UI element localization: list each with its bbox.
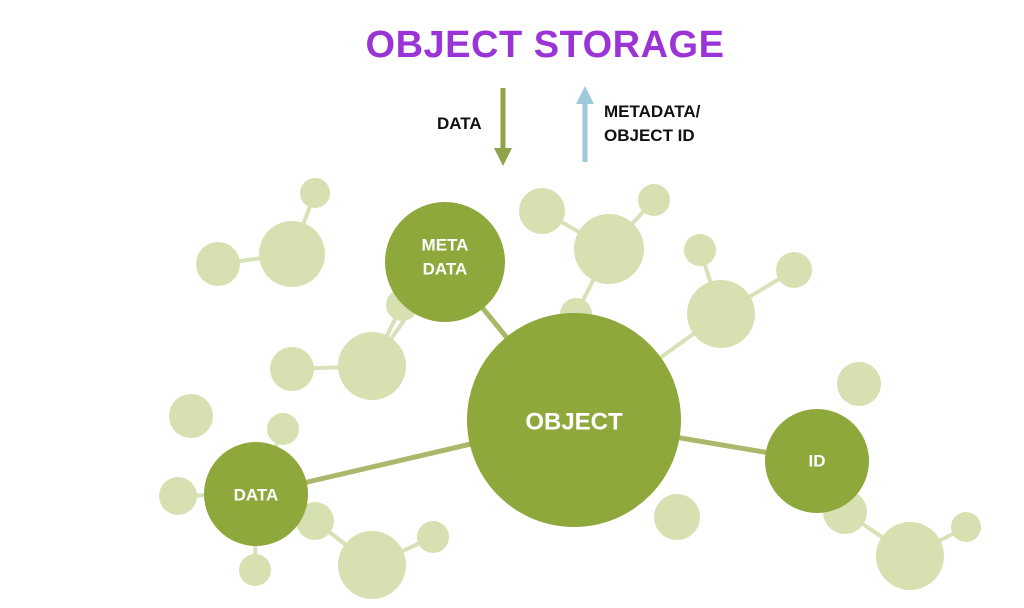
metadata-up-arrow — [576, 86, 594, 162]
light-node — [270, 347, 314, 391]
light-node — [574, 214, 644, 284]
data-down-arrow — [494, 88, 512, 166]
light-node — [876, 522, 944, 590]
data-node: DATA — [204, 442, 308, 546]
id-node: ID — [765, 409, 869, 513]
metadata-arrow-label-line1: METADATA/ — [604, 102, 701, 121]
light-node — [638, 184, 670, 216]
light-node — [951, 512, 981, 542]
light-node — [687, 280, 755, 348]
light-node — [338, 531, 406, 599]
metadata-arrow-label-line2: OBJECT ID — [604, 126, 695, 145]
id-node-label: ID — [809, 451, 826, 470]
meta-data-node-line1: META — [422, 235, 469, 254]
light-node — [684, 234, 716, 266]
light-node — [196, 242, 240, 286]
light-node — [267, 413, 299, 445]
light-node — [837, 362, 881, 406]
light-node — [169, 394, 213, 438]
meta-data-node: META DATA — [385, 202, 505, 322]
light-node — [259, 221, 325, 287]
data-arrow-label: DATA — [437, 114, 482, 133]
light-node — [519, 188, 565, 234]
light-node — [239, 554, 271, 586]
object-node-label: OBJECT — [525, 408, 623, 435]
light-node — [159, 477, 197, 515]
light-node — [654, 494, 700, 540]
light-node — [338, 332, 406, 400]
light-node — [417, 521, 449, 553]
object-node: OBJECT — [467, 313, 681, 527]
page-title: OBJECT STORAGE — [365, 24, 725, 66]
metadata-arrow-label: METADATA/ OBJECT ID — [604, 100, 700, 148]
meta-data-node-line2: DATA — [423, 259, 468, 278]
light-node — [296, 502, 334, 540]
light-node — [300, 178, 330, 208]
data-node-label: DATA — [234, 485, 279, 504]
light-node — [776, 252, 812, 288]
